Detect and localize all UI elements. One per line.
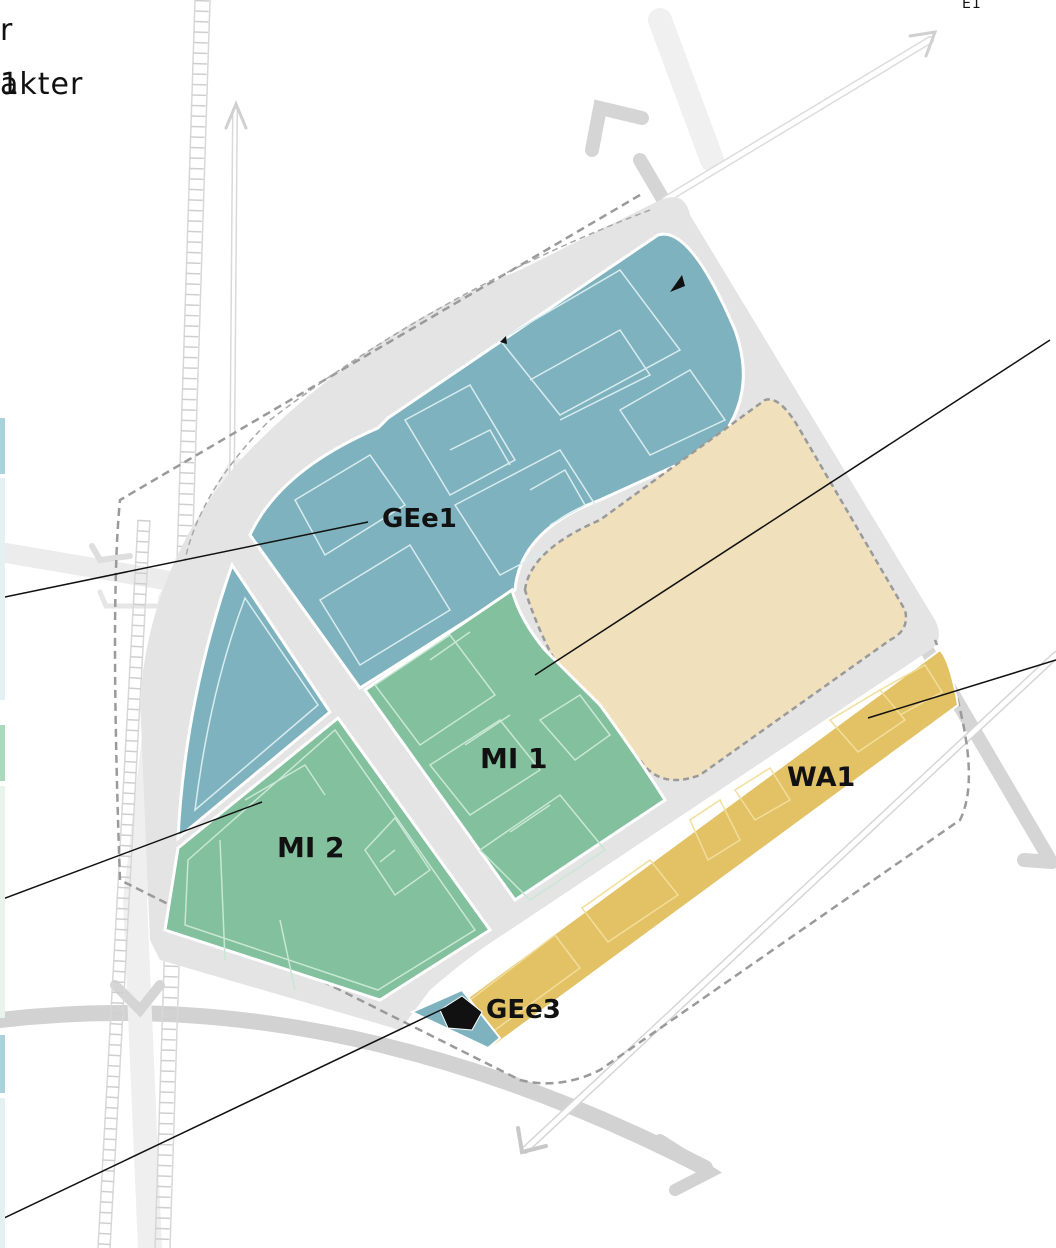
triangle-marker-2	[500, 336, 507, 344]
leader-gee3	[0, 1007, 446, 1221]
leader-gee1	[0, 521, 369, 599]
thin-arrow-top	[224, 100, 248, 130]
label-mi1: MI 1	[480, 742, 548, 775]
gee3-building	[439, 995, 483, 1031]
leader-mi1	[534, 339, 1051, 676]
arrow-sw-head	[516, 1126, 548, 1155]
faint-left-road-2	[97, 589, 183, 609]
left-panel-gee1-header	[0, 418, 5, 474]
label-gee1: GEe1	[382, 504, 457, 534]
zone-gee1[interactable]	[176, 232, 745, 842]
zone-gee1-west	[176, 561, 332, 842]
leader-wa1	[867, 659, 1056, 719]
label-mi2: MI 2	[277, 831, 345, 864]
heading-line-1: r 1	[0, 13, 21, 102]
left-panel-mi-header	[0, 725, 5, 781]
faint-left-road-head	[89, 543, 133, 564]
left-panel-gee3-body	[0, 1098, 5, 1248]
big-arrow-faint-top	[648, 8, 724, 172]
leader-lines	[0, 339, 1056, 1221]
road-to-ne-inner	[662, 37, 933, 203]
big-arrow-head-bottom	[1017, 853, 1056, 869]
zone-mi1[interactable]	[362, 587, 668, 903]
curved-approach-head	[654, 1134, 723, 1196]
label-gee3: GEe3	[486, 995, 561, 1025]
curved-approach-road	[0, 1004, 713, 1176]
zone-green-space[interactable]	[523, 398, 908, 782]
label-wa1: WA1	[787, 762, 855, 793]
thin-double-line-top-inner	[230, 108, 237, 482]
site-boundary-dashed	[113, 193, 971, 1085]
heading-line-2: akter	[0, 67, 84, 102]
zone-gee3[interactable]	[409, 988, 502, 1050]
site-boundary-dashed-2	[184, 209, 651, 561]
zone-mi2[interactable]	[163, 715, 493, 1002]
left-panel-gee1-body	[0, 478, 5, 700]
thin-road-se-inner	[522, 652, 1056, 1153]
leader-mi2	[0, 801, 263, 901]
zone-wa1[interactable]	[460, 648, 960, 1047]
left-panel-mi-body	[0, 786, 5, 1018]
arrow-ne-head	[908, 30, 938, 58]
corner-code: E1	[962, 0, 982, 12]
big-arrow-head-top	[585, 99, 649, 157]
triangle-marker-1	[670, 275, 685, 292]
left-panel-gee3-header	[0, 1035, 5, 1093]
